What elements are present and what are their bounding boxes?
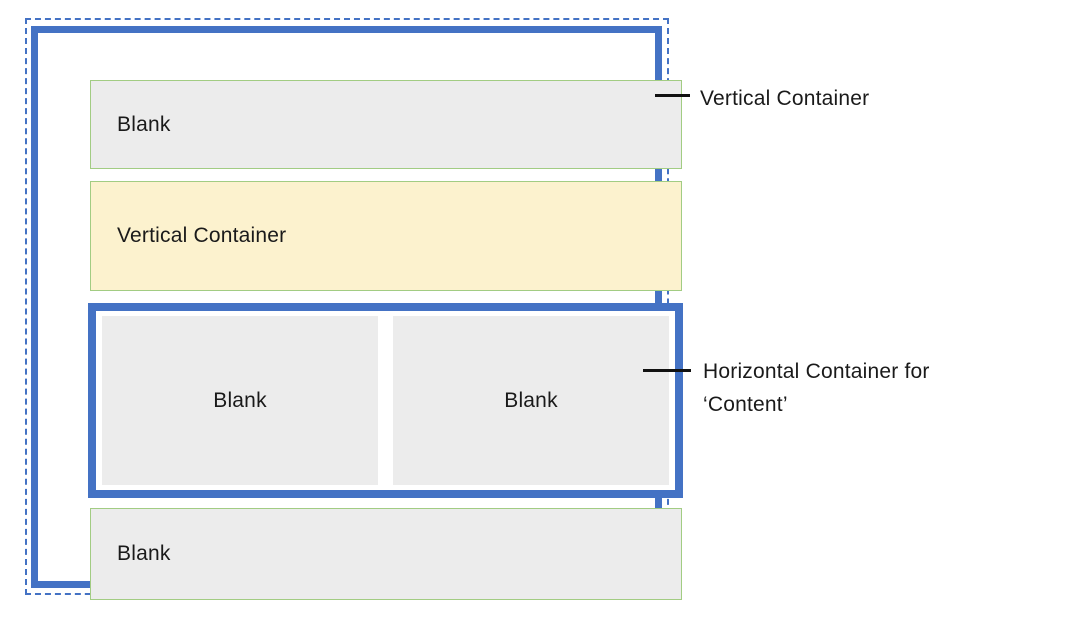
- blank-cell-top-label: Blank: [117, 112, 171, 136]
- blank-cell-bottom-label: Blank: [117, 542, 171, 565]
- vertical-container-box: Blank Vertical Container Blank Blank Bla…: [31, 26, 683, 600]
- vertical-container-annotation: Vertical Container: [700, 82, 869, 115]
- vertical-container-annotation-text: Vertical Container: [700, 87, 870, 110]
- horizontal-container-annotation-line1: Horizontal Container for: [703, 360, 930, 383]
- content-cell-left: Blank: [102, 316, 378, 485]
- blank-cell-top: Blank: [90, 80, 682, 169]
- content-cell-right: Blank: [393, 316, 669, 485]
- vertical-container-cell-label: Vertical Container: [117, 224, 287, 247]
- horizontal-container-annotation-line2: ‘Content’: [703, 393, 788, 416]
- blank-cell-bottom: Blank: [90, 508, 682, 600]
- content-cell-left-label: Blank: [213, 388, 267, 412]
- horizontal-container-callout-line: [643, 369, 691, 372]
- horizontal-content-container: Blank Blank: [88, 303, 683, 498]
- content-cell-right-label: Blank: [504, 388, 558, 412]
- horizontal-container-annotation: Horizontal Container for ‘Content’: [703, 355, 930, 421]
- vertical-container-callout-line: [655, 94, 690, 97]
- vertical-container-cell: Vertical Container: [90, 181, 682, 291]
